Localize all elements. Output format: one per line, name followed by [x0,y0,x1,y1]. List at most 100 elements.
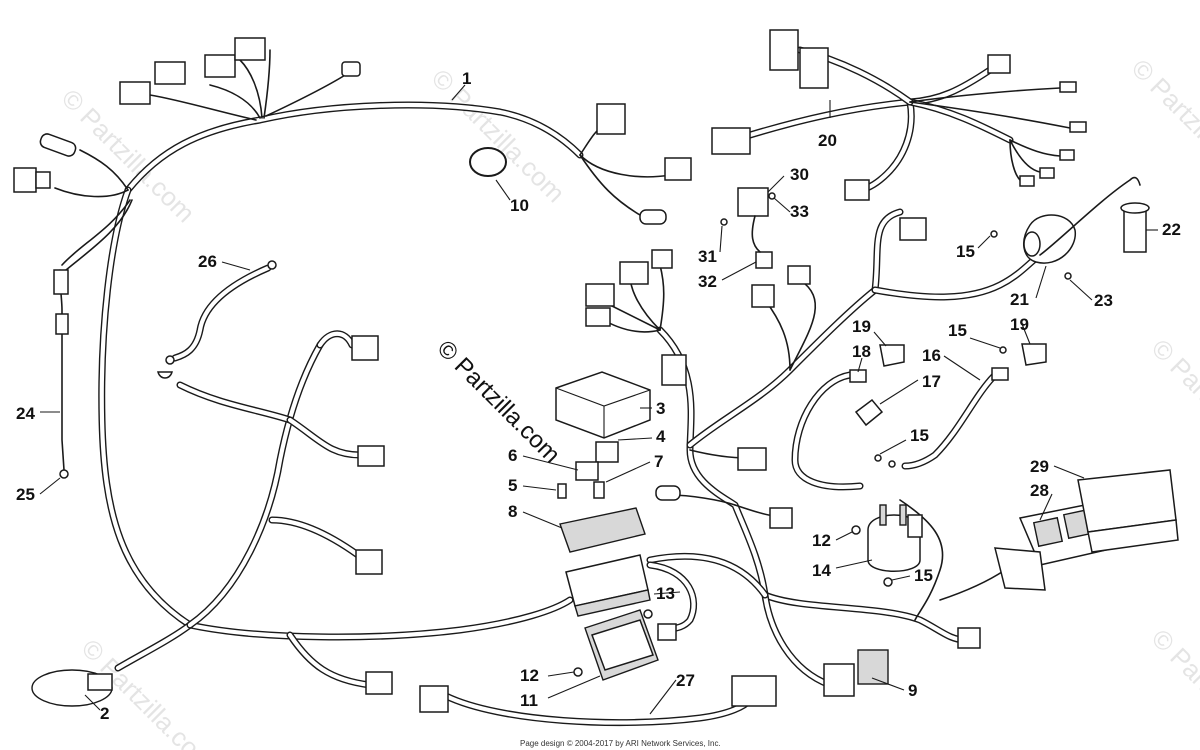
connector-13 [657,623,677,641]
connector-24-top [53,269,69,295]
part-30-relay [737,187,769,217]
screw-31 [720,218,728,226]
nut-15-a [874,454,882,462]
callout-27: 27 [676,671,695,690]
watermark: © Partzilla.com [1146,623,1200,750]
callout-18: 18 [852,342,871,361]
terminal-25 [59,469,69,479]
connector-left-2 [357,445,385,467]
solenoid-14 [867,504,923,572]
watermark: © Partzilla.com [1146,333,1200,478]
connector-24-mid [55,313,69,335]
connector-center-1 [661,354,687,386]
terminal-20-3 [1059,149,1075,161]
connector-center-5 [619,261,649,285]
wire-24 [59,269,65,471]
watermark: © Partzilla.com [1126,53,1200,198]
callout-30: 30 [790,165,809,184]
regulator-11 [584,609,659,681]
callout-7: 7 [654,452,663,471]
callout-32: 32 [698,272,717,291]
callout-21: 21 [1010,290,1029,309]
connector-20-a [769,29,799,71]
screw-12-left [573,667,583,677]
callout-6: 6 [508,446,517,465]
ring-terminal [165,355,175,365]
callout-31: 31 [698,247,717,266]
relay-6 [575,461,599,481]
connector-center-6 [651,249,673,269]
connector-upper-mid [596,103,626,135]
boot-19-left [879,344,905,367]
nut-33 [768,192,776,200]
callout-16: 16 [922,346,941,365]
callout-2: 2 [100,704,109,723]
connector-center-10 [899,217,927,241]
callout-15a: 15 [956,242,975,261]
connector-upper-mid-2 [664,157,692,181]
callout-11: 11 [520,691,538,710]
callout-12b: 12 [812,531,831,550]
ring-terminal [267,260,277,270]
terminal-20-2 [1069,121,1087,133]
callout-3: 3 [656,399,665,418]
connector-left-4 [365,671,393,695]
connector-center-3 [769,507,793,529]
callout-13: 13 [656,584,675,603]
callout-9: 9 [908,681,917,700]
switch-9-base [823,663,855,697]
connector-center-2 [737,447,767,471]
callout-12a: 12 [520,666,539,685]
relay-4 [595,441,619,463]
connector-20-e [987,54,1011,74]
connector-20-d [844,179,870,201]
connector-cap [639,209,667,225]
connector-27-left [419,685,449,713]
fuse-7 [593,481,605,499]
terminal-20-1 [1059,81,1077,93]
main-harness [54,49,671,689]
callout-19b: 19 [1010,315,1029,334]
callout-20: 20 [818,131,837,150]
boot-17 [854,398,884,427]
clamp-10 [469,147,507,177]
callout-24: 24 [16,404,35,423]
connector-center-7 [585,307,611,327]
cover-29 [1077,469,1179,553]
upper-left-connectors [13,37,361,193]
connector-left-1 [351,335,379,361]
callout-15d: 15 [914,566,933,585]
callout-19a: 19 [852,317,871,336]
callout-25: 25 [16,485,35,504]
boot-19-right [1021,343,1047,366]
callout-4: 4 [656,427,666,446]
label-8 [559,507,646,553]
callout-1: 1 [462,69,471,88]
nut-13 [643,609,653,619]
callout-15b: 15 [948,321,967,340]
nut-15-c [999,346,1007,354]
connector-2 [87,673,113,691]
callout-5: 5 [508,476,517,495]
wire-26 [171,264,272,362]
screw-12-right [851,525,861,535]
callout-15c: 15 [910,426,929,445]
screw-15-upper [990,230,998,238]
callout-14: 14 [812,561,831,580]
ground-lug [157,371,173,379]
connector-right-low [957,627,981,649]
terminal-16 [991,367,1009,381]
callout-29: 29 [1030,457,1049,476]
fuse-5 [557,483,567,499]
connector-20-b [799,47,829,89]
terminal-20-5 [1019,175,1035,187]
connector-32 [755,251,773,269]
callout-28: 28 [1030,481,1049,500]
callout-17: 17 [922,372,941,391]
screw-23 [1064,272,1072,280]
relay-box-3 [555,371,651,439]
part-21-coil [1023,176,1141,264]
footer-copyright: Page design © 2004-2017 by ARI Network S… [520,739,721,748]
watermark: © Partzilla.com [426,63,571,208]
